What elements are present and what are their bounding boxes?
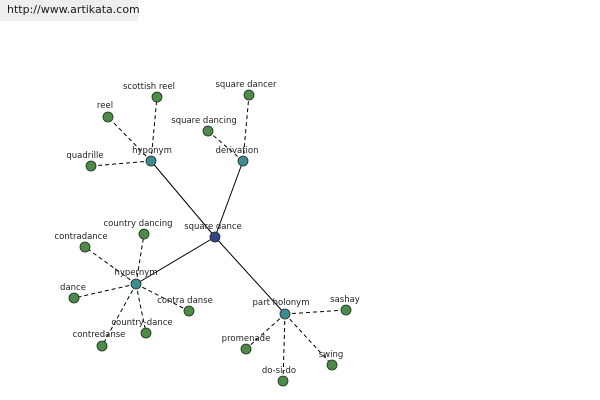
- edge-center-hyponym: [150, 160, 216, 238]
- leaf-node-square-dancer[interactable]: [243, 89, 255, 101]
- leaf-node-scottish-reel[interactable]: [151, 91, 163, 103]
- leaf-label-reel: reel: [97, 101, 113, 111]
- leaf-node-sashay[interactable]: [340, 304, 352, 316]
- leaf-node-dance[interactable]: [68, 292, 80, 304]
- leaf-label-do-si-do: do-si-do: [262, 366, 296, 376]
- edge-hypernym-country-dance: [135, 283, 147, 334]
- leaf-label-promenade: promenade: [222, 334, 271, 344]
- edge-center-hypernym: [135, 236, 216, 285]
- leaf-node-do-si-do[interactable]: [277, 375, 289, 387]
- edge-hypernym-country-dancing: [135, 233, 145, 285]
- leaf-node-reel[interactable]: [102, 111, 114, 123]
- leaf-label-contra-danse: contra danse: [157, 296, 213, 306]
- edge-hypernym-contradance: [84, 246, 137, 285]
- leaf-node-country-dance[interactable]: [140, 327, 152, 339]
- edge-center-derivation: [214, 160, 244, 238]
- relation-label-derivation: derivation: [215, 146, 258, 156]
- leaf-node-country-dancing[interactable]: [138, 228, 150, 240]
- leaf-label-contredanse: contredanse: [73, 330, 126, 340]
- edge-hyponym-reel: [107, 116, 152, 162]
- leaf-label-scottish-reel: scottish reel: [123, 82, 175, 92]
- edge-hypernym-dance: [73, 283, 137, 299]
- graph-labels: reel scottish reel quadrille hyponym square …: [54, 80, 359, 376]
- relation-node-hyponym[interactable]: [145, 155, 157, 167]
- edge-derivation-square-dancing: [207, 130, 244, 162]
- leaf-label-sashay: sashay: [330, 295, 360, 305]
- leaf-node-square-dancing[interactable]: [202, 125, 214, 137]
- url-bar: http://www.artikata.com: [0, 0, 140, 21]
- leaf-label-square-dancing: square dancing: [171, 116, 236, 126]
- edge-part-holonym-sashay: [284, 309, 347, 315]
- edge-hyponym-scottish-reel: [150, 96, 158, 162]
- leaf-label-contradance: contradance: [54, 232, 107, 242]
- relation-label-hypernym: hypernym: [114, 268, 157, 278]
- leaf-node-promenade[interactable]: [240, 343, 252, 355]
- relation-node-hypernym[interactable]: [130, 278, 142, 290]
- leaf-label-country-dance: country-dance: [111, 318, 172, 328]
- leaf-node-quadrille[interactable]: [85, 160, 97, 172]
- leaf-label-country-dancing: country dancing: [103, 219, 172, 229]
- center-node[interactable]: [209, 231, 221, 243]
- leaf-label-swing: swing: [319, 350, 344, 360]
- relation-node-part-holonym[interactable]: [279, 308, 291, 320]
- relation-node-derivation[interactable]: [237, 155, 249, 167]
- leaf-node-contredanse[interactable]: [96, 340, 108, 352]
- site-url-link[interactable]: http://www.artikata.com: [7, 3, 140, 16]
- edge-hyponym-quadrille: [90, 160, 152, 167]
- relation-label-hyponym: hyponym: [132, 146, 172, 156]
- leaf-label-quadrille: quadrille: [66, 151, 103, 161]
- edge-hypernym-contredanse: [101, 283, 137, 347]
- edge-center-part-holonym: [214, 236, 286, 315]
- relation-label-part-holonym: part holonym: [253, 298, 310, 308]
- leaf-node-contra-danse[interactable]: [183, 305, 195, 317]
- graph-edges: [73, 94, 347, 382]
- leaf-label-square-dancer: square dancer: [215, 80, 277, 90]
- leaf-node-swing[interactable]: [326, 359, 338, 371]
- center-label: square dance: [184, 222, 242, 232]
- leaf-label-dance: dance: [60, 283, 86, 293]
- edge-part-holonym-promenade: [245, 313, 286, 350]
- edge-part-holonym-swing: [284, 313, 333, 366]
- leaf-node-contradance[interactable]: [79, 241, 91, 253]
- edge-hypernym-contra-danse: [135, 283, 190, 312]
- graph-nodes: [68, 89, 352, 387]
